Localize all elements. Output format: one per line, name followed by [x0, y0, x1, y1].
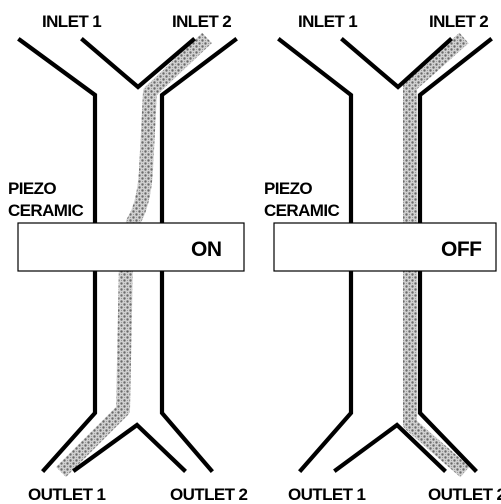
state-label-on: ON: [191, 238, 222, 261]
outlet-divider: [72, 422, 187, 473]
inlet-1-label: INLET 1: [298, 12, 357, 31]
panel-off: INLET 1 INLET 2 PIEZO CERAMIC OFF OUTLET…: [264, 12, 501, 504]
inlet-divider: [340, 37, 453, 90]
inlet-divider: [80, 37, 196, 90]
outlet-1-label: OUTLET 1: [28, 485, 106, 504]
piezo-label: PIEZO: [264, 179, 312, 198]
ceramic-label: CERAMIC: [264, 201, 339, 220]
ceramic-label: CERAMIC: [8, 201, 83, 220]
inlet-2-label: INLET 2: [172, 12, 231, 31]
state-label-off: OFF: [441, 238, 482, 261]
piezo-ceramic-bar: [273, 222, 497, 272]
outlet-divider: [333, 422, 447, 473]
piezo-ceramic-bar: [17, 222, 245, 272]
outlet-2-label: OUTLET 2: [428, 485, 501, 504]
piezo-label: PIEZO: [8, 179, 56, 198]
outlet-1-label: OUTLET 1: [288, 485, 366, 504]
inlet-1-label: INLET 1: [42, 12, 101, 31]
outlet-2-label: OUTLET 2: [170, 485, 248, 504]
panel-on: INLET 1 INLET 2 PIEZO CERAMIC ON OUTLET …: [8, 12, 248, 504]
inlet-2-label: INLET 2: [429, 12, 488, 31]
